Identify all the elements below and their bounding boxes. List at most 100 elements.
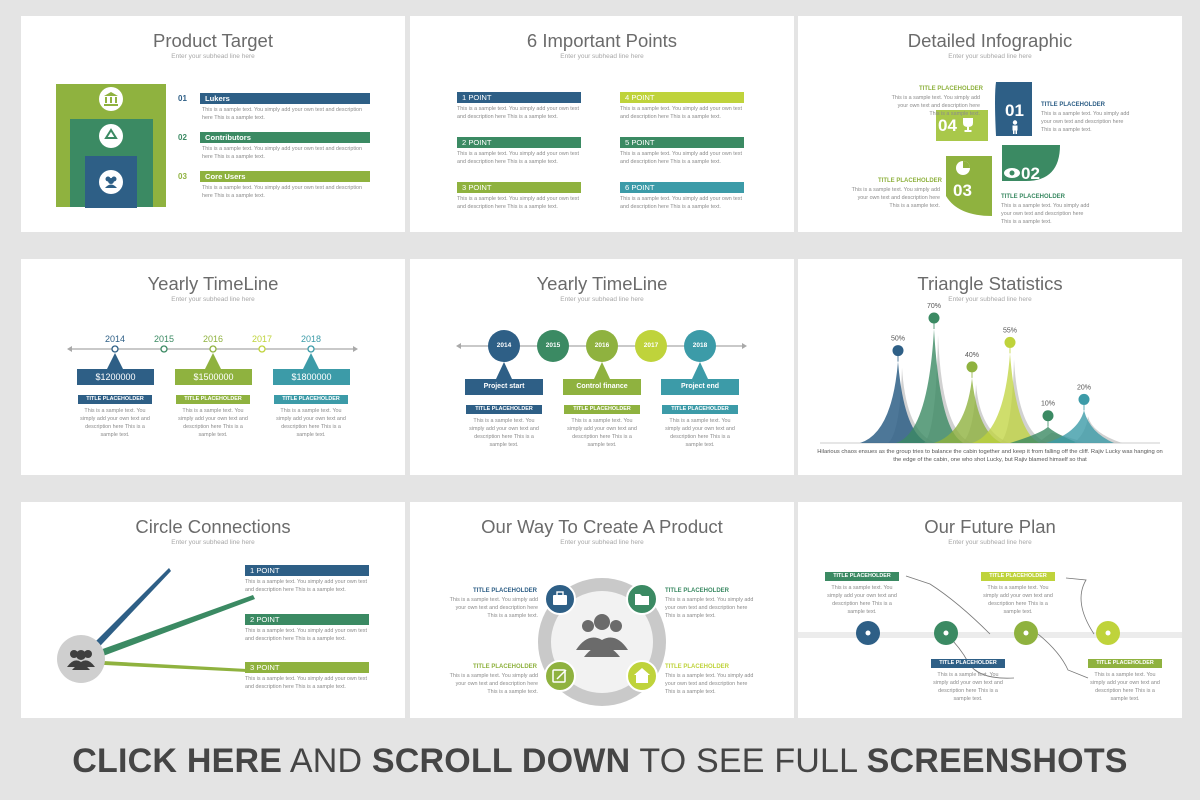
placeholder-bottom-right: TITLE PLACEHOLDER [1001,194,1065,200]
label-box-1: Project start [465,379,543,395]
num-04: 04 [938,116,957,135]
trophy-icon [961,117,975,133]
peak-label: 40% [965,352,979,359]
slide-product-target[interactable]: Product Target Enter your subhead line h… [21,16,405,232]
home-icon [626,660,658,692]
slide-create-product[interactable]: Our Way To Create A Product Enter your s… [410,502,794,718]
slide-title: Detailed Infographic [907,30,1073,51]
desc-bottom-right: This is a sample text. You simply add yo… [1001,203,1090,225]
year-circle-2014: 2014 [488,330,520,362]
item-desc: This is a sample text. You simply add yo… [202,107,363,121]
recycle-icon [99,124,123,148]
chart-caption: Hilarious chaos ensues as the group trie… [817,449,1163,463]
placeholder-top-left: TITLE PLACEHOLDER [473,588,537,594]
banner-part-2: AND [282,742,372,780]
slide-detailed-infographic[interactable]: Detailed Infographic Enter your subhead … [798,16,1182,232]
slide-important-points[interactable]: 6 Important Points Enter your subhead li… [410,16,794,232]
item-num: 01 [178,94,187,103]
slide-yearly-timeline-1[interactable]: Yearly TimeLine Enter your subhead line … [21,259,405,475]
desc-bottom-left: This is a sample text. You simply add yo… [449,673,538,695]
peak-label: 70% [927,303,941,310]
item-num: 02 [178,133,187,142]
point-1-bar: 1 POINT [457,92,581,103]
item-desc: This is a sample text. You simply add yo… [202,146,363,160]
triangle-peak [860,361,928,443]
person-icon [1008,120,1022,134]
year-circle-2017: 2017 [635,330,667,362]
num-02: 02 [1021,164,1040,183]
desc-2: This is a sample text. You simply add yo… [178,408,248,438]
desc-top-right: This is a sample text. You simply add yo… [665,597,754,619]
point-3-desc: This is a sample text. You simply add yo… [245,676,367,690]
triangle-peak [934,377,1002,443]
triangle-chart: 50% 70% 40% 55% 10% 20% [820,303,1160,444]
year-2015: 2015 [153,334,175,344]
users-icon [67,650,95,670]
placeholder-3: TITLE PLACEHOLDER [931,659,1005,668]
peak-dot [1042,410,1054,422]
amount-box-1: $1200000 [77,369,154,385]
triangle-peak [972,353,1040,443]
slide-title: Our Future Plan [924,516,1056,537]
point-2-bar: 2 POINT [457,137,581,148]
placeholder-top-right: TITLE PLACEHOLDER [665,588,729,594]
num-03: 03 [953,181,972,200]
slide-triangle-statistics[interactable]: Triangle Statistics Enter your subhead l… [798,259,1182,475]
peak-label: 10% [1041,401,1055,408]
slide-title: Yearly TimeLine [536,273,668,294]
slide-subtitle: Enter your subhead line here [560,296,644,303]
label-box-3: Project end [661,379,739,395]
point-5-desc: This is a sample text. You simply add yo… [620,151,742,165]
briefcase-icon [544,583,576,615]
point-2-desc: This is a sample text. You simply add yo… [457,151,579,165]
triangle-peak [896,329,964,443]
users-icon [99,170,123,194]
slide-future-plan[interactable]: Our Future Plan Enter your subhead line … [798,502,1182,718]
triangle-peak [1046,410,1114,443]
placeholder-2: TITLE PLACEHOLDER [981,572,1055,581]
slide-title: Product Target [153,30,273,51]
label-box-2: Control finance [563,379,641,395]
cta-banner[interactable]: CLICK HERE AND SCROLL DOWN TO SEE FULL S… [0,722,1200,800]
placeholder-3: TITLE PLACEHOLDER [274,395,348,404]
slide-yearly-timeline-2[interactable]: Yearly TimeLine Enter your subhead line … [410,259,794,475]
slide-subtitle: Enter your subhead line here [171,53,255,60]
peak-label: 50% [891,336,905,343]
point-4-bar: 4 POINT [620,92,744,103]
peak-dot [1078,393,1090,405]
peak-dot [928,312,940,324]
point-1-desc: This is a sample text. You simply add yo… [457,106,579,120]
slide-title: 6 Important Points [526,30,678,51]
slide-title: Circle Connections [135,516,291,537]
amount-box-2: $1500000 [175,369,252,385]
users-circle [57,635,105,683]
banner-part-5: SCREENSHOTS [866,742,1128,780]
placeholder-1: TITLE PLACEHOLDER [825,572,899,581]
timeline-line [67,345,358,369]
peak-label: 55% [1003,327,1017,334]
slide-subtitle: Enter your subhead line here [948,296,1032,303]
year-circle-2016: 2016 [586,330,618,362]
slide-subtitle: Enter your subhead line here [171,296,255,303]
connection-rays [79,568,255,672]
point-5-bar: 5 POINT [620,137,744,148]
slide-title: Our Way To Create A Product [481,516,723,537]
desc-3: This is a sample text. You simply add yo… [933,672,1003,702]
slide-title: Yearly TimeLine [147,273,279,294]
peak-dot [892,345,904,357]
users-icon [576,614,628,657]
amount-box-3: $1800000 [273,369,350,385]
placeholder-bottom-right: TITLE PLACEHOLDER [665,664,729,670]
desc-4: This is a sample text. You simply add yo… [1090,672,1160,702]
peak-label: 20% [1077,384,1091,391]
slide-subtitle: Enter your subhead line here [948,539,1032,546]
peak-dot [966,361,978,373]
banner-part-1: CLICK HERE [72,742,283,780]
point-3-desc: This is a sample text. You simply add yo… [457,196,579,210]
plan-diagram [798,575,1182,679]
year-2014: 2014 [104,334,126,344]
slide-subtitle: Enter your subhead line here [560,53,644,60]
point-6-bar: 6 POINT [620,182,744,193]
slide-circle-connections[interactable]: Circle Connections Enter your subhead li… [21,502,405,718]
point-4-desc: This is a sample text. You simply add yo… [620,106,742,120]
